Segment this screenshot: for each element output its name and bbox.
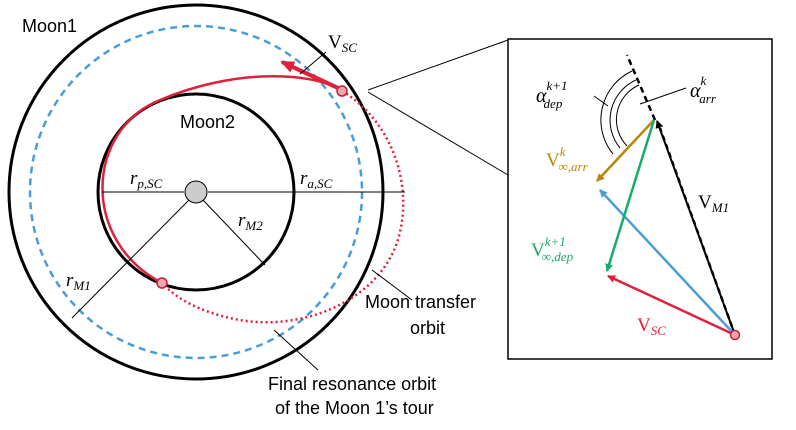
v-sc-label-left: VSC: [328, 32, 357, 55]
alpha-dep-leader: [593, 95, 609, 107]
moon-transfer-orbit-solid: [101, 75, 343, 285]
v-sc-arrow-left: [280, 60, 339, 90]
departure-node: [156, 277, 168, 289]
v-inf-arr-blue-arrow: [599, 189, 736, 336]
v-inf-dep-label: Vk+1∞,dep: [531, 234, 574, 264]
v-inf-arr-arrow: [596, 119, 655, 182]
alpha-dep-arc-inner: [609, 79, 637, 149]
zoom-connector-bottom: [367, 91, 509, 176]
zoom-connector-top: [367, 39, 509, 91]
central-planet: [184, 180, 208, 204]
alpha-arr-leader: [639, 87, 687, 105]
transfer-orbit-label-1: Moon transfer: [365, 292, 476, 312]
velocity-triangle: [593, 54, 741, 341]
zoom-box: [507, 38, 773, 360]
ra-sc-label: ra,SC: [300, 168, 333, 191]
alpha-arr-arc: [615, 84, 640, 147]
transfer-orbit-label-2: orbit: [410, 318, 445, 338]
orbit-diagram: [7, 3, 413, 381]
v-inf-dep-arrow: [605, 119, 656, 272]
arrival-node: [336, 85, 348, 97]
rm1-line: [71, 199, 190, 319]
transfer-orbit-leader: [371, 269, 413, 301]
rm2-label: rM2: [238, 210, 263, 233]
vm1-label: VM1: [698, 192, 729, 215]
vm1-arrow: [655, 120, 736, 336]
resonance-orbit-leader: [273, 329, 319, 371]
vsc-label-leader: [299, 51, 327, 75]
triangle-origin-node: [729, 329, 741, 341]
alpha-dep-arc: [600, 70, 633, 155]
v-inf-arr-label: Vk∞,arr: [546, 144, 589, 174]
moon-transfer-orbit-dotted: [161, 89, 405, 324]
moon2-label: Moon2: [180, 112, 235, 132]
vm1-dashed-extension: [625, 54, 657, 121]
rm2-line: [202, 199, 266, 266]
rp-sc-label: rp,SC: [130, 168, 163, 191]
rm1-label: rM1: [66, 270, 91, 293]
moon1-label: Moon1: [22, 16, 77, 36]
v-sc-arrow-right: [607, 274, 736, 337]
resonance-orbit-label-1: Final resonance orbit: [268, 374, 436, 394]
resonance-orbit-label-2: of the Moon 1’s tour: [275, 398, 434, 418]
v-sc-label-right: VSC: [637, 315, 666, 338]
